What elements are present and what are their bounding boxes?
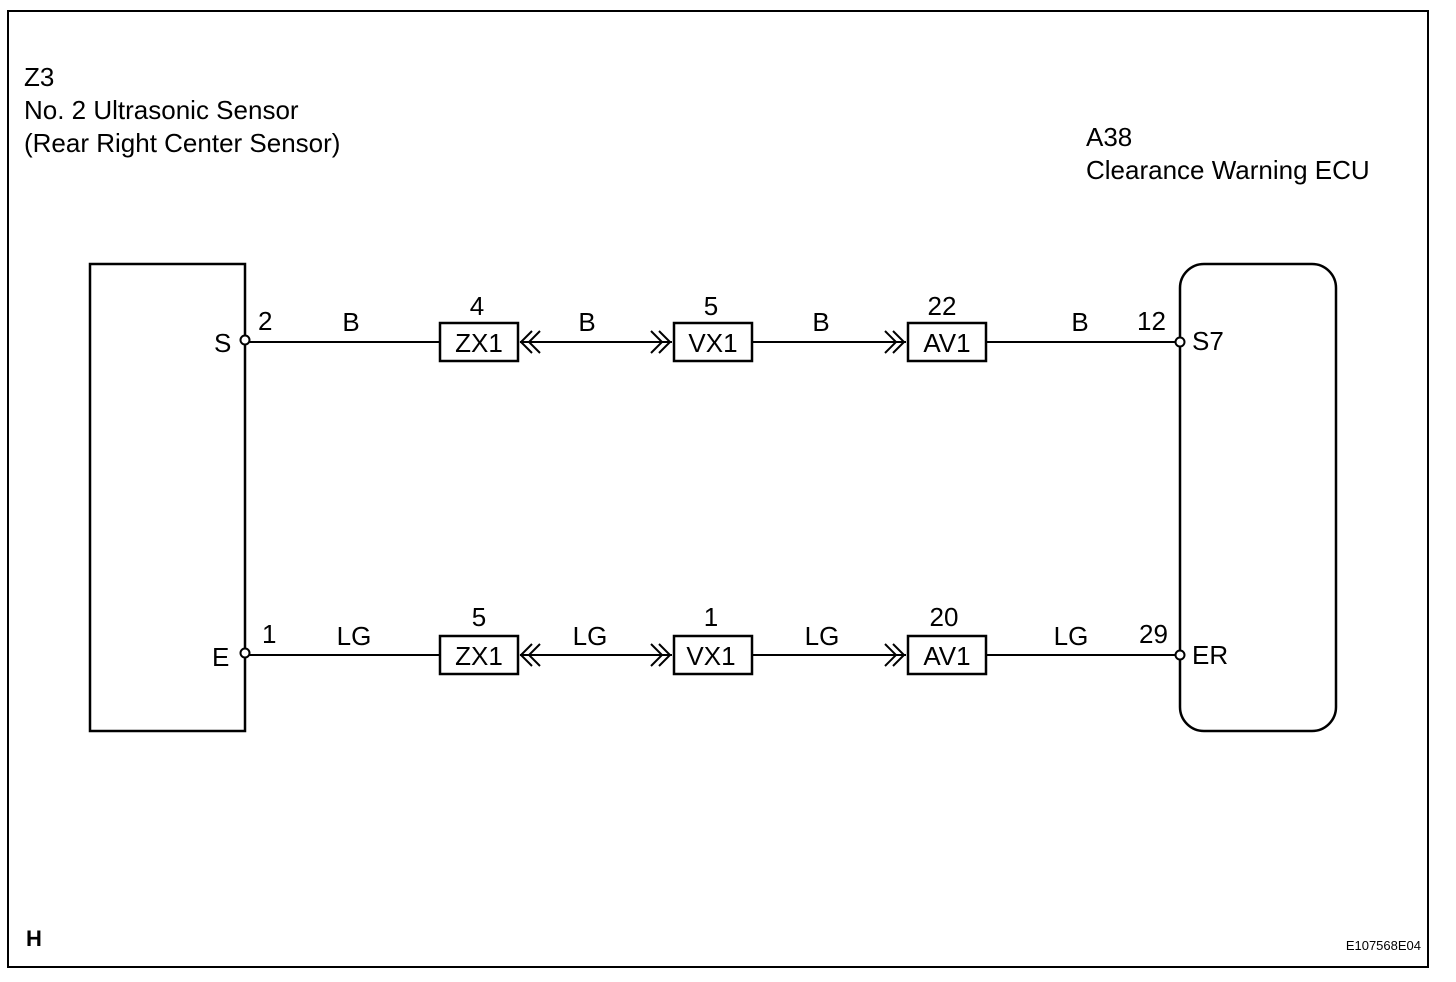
figure-id: E107568E04 bbox=[1346, 938, 1421, 953]
clearance-warning-ecu-body bbox=[1178, 262, 1338, 733]
connector-box-zx1 bbox=[438, 634, 520, 676]
left-component-name: No. 2 Ultrasonic Sensor bbox=[24, 95, 299, 125]
ultrasonic-sensor-body bbox=[88, 262, 247, 733]
connector-chevron bbox=[519, 330, 533, 354]
connector-chevron bbox=[658, 330, 672, 354]
right-component-name: Clearance Warning ECU bbox=[1086, 155, 1370, 185]
left-component-code: Z3 bbox=[24, 62, 54, 92]
connector-box-vx1 bbox=[672, 634, 754, 676]
right-component-code: A38 bbox=[1086, 122, 1132, 152]
connector-chevron bbox=[650, 330, 664, 354]
connector-label: AV1 bbox=[923, 641, 970, 671]
wire-color-label: LG bbox=[1054, 621, 1089, 651]
wire-color-label: B bbox=[812, 307, 829, 337]
wire-color-label: B bbox=[342, 307, 359, 337]
connector-chevron bbox=[892, 643, 906, 667]
diagram-frame bbox=[7, 10, 1429, 968]
connector-label: AV1 bbox=[923, 328, 970, 358]
connector-chevron bbox=[519, 643, 533, 667]
connector-box-av1 bbox=[906, 634, 988, 676]
connector-box-av1 bbox=[906, 321, 988, 363]
circuit-1: S 2 S7 12 B B B B ZX1 4 VX1 5 AV1 22 bbox=[214, 291, 1224, 363]
wire-color-label: LG bbox=[573, 621, 608, 651]
connector-chevron bbox=[527, 643, 541, 667]
left-pin-number: 2 bbox=[258, 306, 272, 336]
wire-color-label: LG bbox=[337, 621, 372, 651]
connector-chevron bbox=[650, 643, 664, 667]
connector-pin-number: 1 bbox=[704, 602, 718, 632]
connector-label: ZX1 bbox=[455, 641, 503, 671]
left-component-detail: (Rear Right Center Sensor) bbox=[24, 128, 340, 158]
terminal-circle bbox=[239, 334, 251, 346]
wire-color-label: B bbox=[1071, 307, 1088, 337]
connector-pin-number: 5 bbox=[704, 291, 718, 321]
terminal-circle bbox=[1174, 336, 1186, 348]
connector-chevron bbox=[658, 643, 672, 667]
connector-chevron bbox=[884, 330, 898, 354]
connector-pin-number: 5 bbox=[472, 602, 486, 632]
circuit-2: E 1 ER 29 LG LG LG LG ZX1 5 VX1 1 AV1 20 bbox=[212, 602, 1228, 676]
connector-chevron bbox=[892, 330, 906, 354]
right-terminal-label: S7 bbox=[1192, 326, 1224, 356]
left-terminal-label: E bbox=[212, 642, 229, 672]
terminal-circle bbox=[239, 647, 251, 659]
left-pin-number: 1 bbox=[262, 619, 276, 649]
left-terminal-label: S bbox=[214, 328, 231, 358]
connector-pin-number: 20 bbox=[930, 602, 959, 632]
right-terminal-label: ER bbox=[1192, 640, 1228, 670]
right-pin-number: 29 bbox=[1139, 619, 1168, 649]
terminal-circle bbox=[1174, 649, 1186, 661]
wire-color-label: LG bbox=[805, 621, 840, 651]
connector-pin-number: 22 bbox=[928, 291, 957, 321]
connector-label: ZX1 bbox=[455, 328, 503, 358]
connector-chevron bbox=[527, 330, 541, 354]
connector-box-vx1 bbox=[672, 321, 754, 363]
connector-label: VX1 bbox=[688, 328, 737, 358]
connector-chevron bbox=[884, 643, 898, 667]
corner-label: H bbox=[26, 926, 42, 951]
connector-pin-number: 4 bbox=[470, 291, 484, 321]
wire-color-label: B bbox=[578, 307, 595, 337]
connector-label: VX1 bbox=[686, 641, 735, 671]
right-pin-number: 12 bbox=[1137, 306, 1166, 336]
connector-box-zx1 bbox=[438, 321, 520, 363]
